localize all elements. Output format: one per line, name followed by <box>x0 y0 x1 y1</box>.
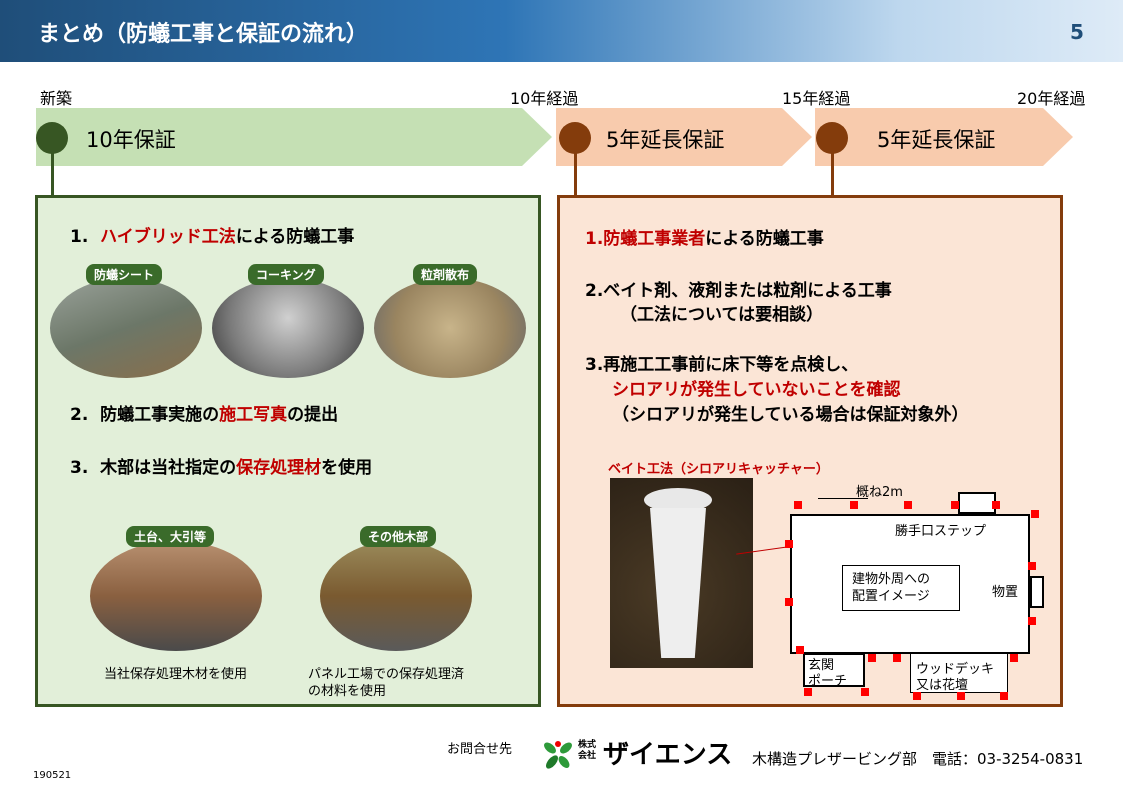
photo-caption: の材料を使用 <box>308 684 387 699</box>
porch-label: ポーチ <box>808 674 848 689</box>
photo-termite-sheet <box>50 278 202 378</box>
deck-outline <box>910 653 1008 693</box>
right-item-3: 3.再施工工事前に床下等を点検し、 <box>585 355 859 375</box>
connector-line <box>831 150 834 196</box>
step-label: 勝手口ステップ <box>895 524 987 539</box>
photo-caulking <box>212 278 364 378</box>
phase-arrow-5yr-2: 5年延長保証 <box>815 108 1073 166</box>
center-label: 建物外周への <box>852 572 931 587</box>
photo-tag: 防蟻シート <box>86 264 163 285</box>
header-bar <box>0 0 1123 62</box>
phase-label: 5年延長保証 <box>877 128 996 152</box>
photo-tag: コーキング <box>248 264 324 285</box>
timeline-dot <box>816 122 848 154</box>
left-item-1: 1. ハイブリッド工法による防蟻工事 <box>70 227 355 247</box>
spacing-arrow <box>818 498 868 499</box>
page-title: まとめ（防蟻工事と保証の流れ） <box>38 22 369 47</box>
photo-termite-catcher <box>610 478 753 668</box>
page-number: 5 <box>1070 20 1084 44</box>
timeline-label: 15年経過 <box>782 89 851 108</box>
deck-label: ウッドデッキ <box>916 662 995 677</box>
photo-caption: 当社保存処理木材を使用 <box>104 667 248 682</box>
right-item-2-note: （工法については要相談） <box>620 305 824 325</box>
connector-line <box>574 150 577 196</box>
contact-label: お問合せ先 <box>447 742 513 757</box>
company-name: ザイエンス <box>603 740 733 770</box>
storage-label: 物置 <box>992 585 1019 600</box>
right-item-3-note: （シロアリが発生している場合は保証対象外） <box>612 405 969 425</box>
deck-label: 又は花壇 <box>916 678 969 693</box>
connector-line <box>51 150 54 196</box>
warranty-10yr-panel: 1. ハイブリッド工法による防蟻工事 防蟻シート コーキング 粒剤散布 2. 防… <box>35 195 541 707</box>
left-item-3: 3. 木部は当社指定の保存処理材を使用 <box>70 458 373 478</box>
document-code: 190521 <box>33 770 72 781</box>
spacing-label: 概ね2m <box>856 485 903 500</box>
left-item-2: 2. 防蟻工事実施の施工写真の提出 <box>70 405 339 425</box>
porch-outline <box>803 653 865 687</box>
photo-other-wood <box>320 541 472 651</box>
company-type: 株式会社 <box>578 740 597 761</box>
timeline-dot <box>559 122 591 154</box>
center-label-box <box>842 565 960 611</box>
photo-tag: 粒剤散布 <box>413 264 478 285</box>
phase-arrow-10yr: 10年保証 <box>36 108 552 166</box>
photo-caption: パネル工場での保存処理済 <box>308 667 465 682</box>
storage-outline <box>1030 576 1044 608</box>
porch-label: 玄関 <box>808 658 835 673</box>
department-phone: 木構造プレザービング部 電話：03-3254-0831 <box>752 750 1084 768</box>
phase-arrow-5yr-1: 5年延長保証 <box>556 108 812 166</box>
right-item-2: 2.ベイト剤、液剤または粒剤による工事 <box>585 281 892 301</box>
phase-label: 10年保証 <box>86 128 176 152</box>
company-logo-icon <box>544 741 572 769</box>
timeline-dot <box>36 122 68 154</box>
right-item-3-highlight: シロアリが発生していないことを確認 <box>612 380 901 400</box>
step-outline <box>958 492 996 514</box>
timeline-label: 20年経過 <box>1017 89 1086 108</box>
timeline-label: 10年経過 <box>510 89 579 108</box>
photo-tag: 土台、大引等 <box>126 526 215 547</box>
extended-warranty-panel: 1.防蟻工事業者による防蟻工事 2.ベイト剤、液剤または粒剤による工事 （工法に… <box>557 195 1063 707</box>
photo-sill <box>90 541 262 651</box>
photo-granule <box>374 278 526 378</box>
photo-tag: その他木部 <box>360 526 437 547</box>
timeline-label: 新築 <box>40 89 73 108</box>
center-label: 配置イメージ <box>852 589 930 604</box>
right-item-1: 1.防蟻工事業者による防蟻工事 <box>585 229 824 249</box>
bait-title: ベイト工法（シロアリキャッチャー） <box>608 462 829 477</box>
phase-label: 5年延長保証 <box>606 128 725 152</box>
